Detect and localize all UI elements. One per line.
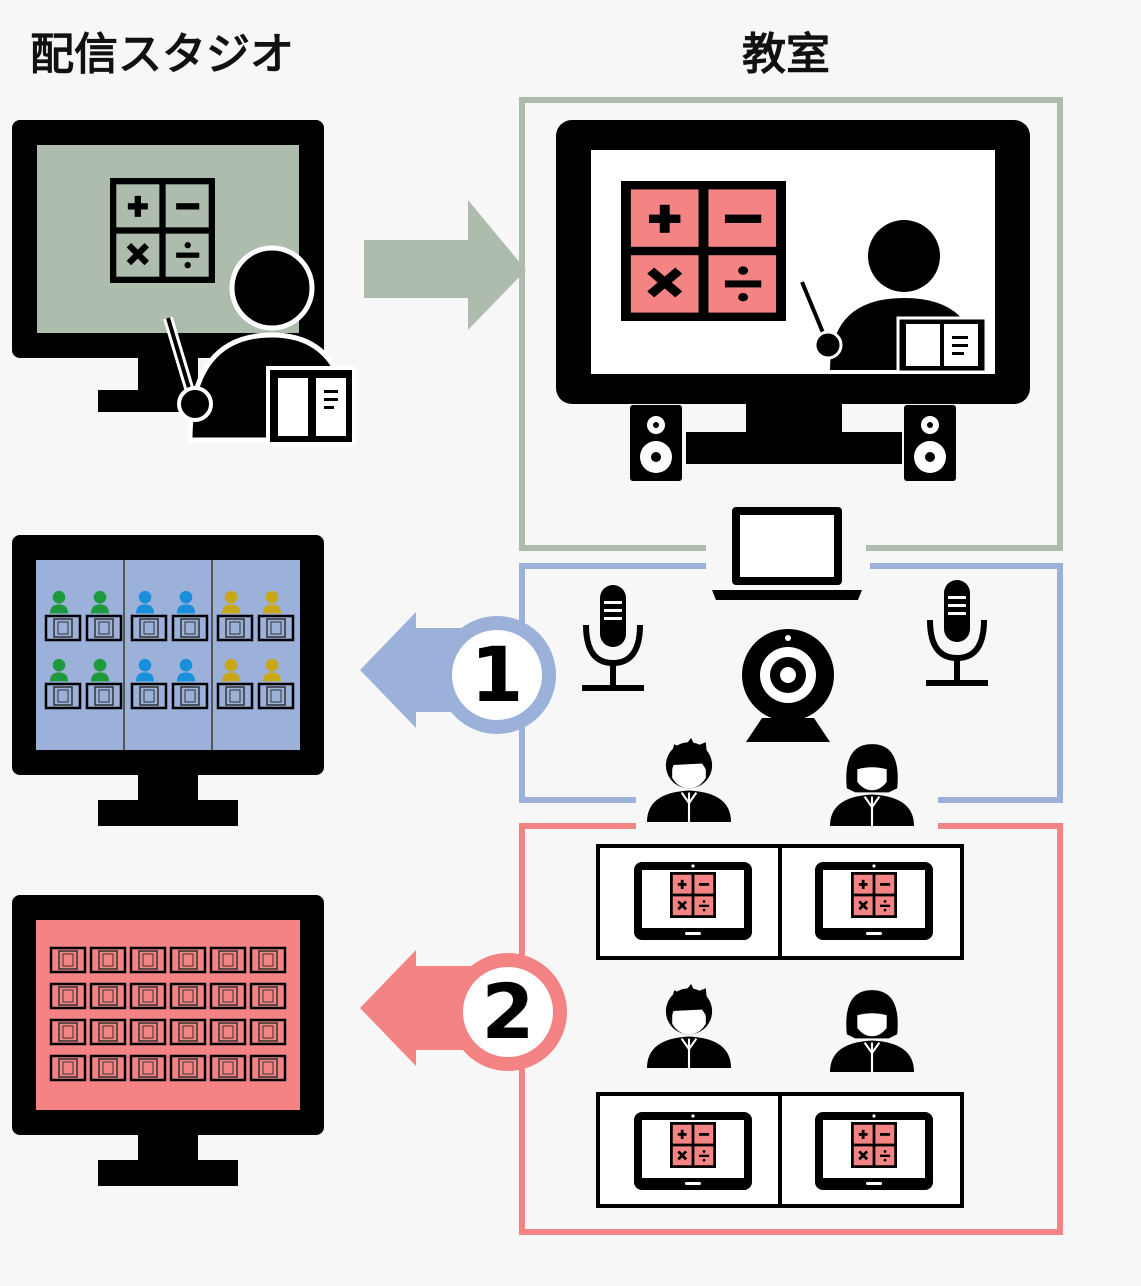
badge-2 bbox=[449, 953, 567, 1071]
tablet-icon bbox=[634, 1112, 752, 1190]
studio-heading: 配信スタジオ bbox=[30, 29, 294, 80]
speaker-right-icon bbox=[904, 405, 956, 481]
badge-2-label: 2 bbox=[481, 967, 535, 1056]
student-boy-icon bbox=[645, 736, 733, 824]
badge-1 bbox=[438, 616, 556, 734]
badge-1-label: 1 bbox=[470, 630, 524, 719]
arrow-2 bbox=[360, 950, 470, 1066]
classroom-heading: 教室 bbox=[742, 29, 830, 80]
arrow-1 bbox=[360, 612, 470, 728]
tablet-icon bbox=[815, 1112, 933, 1190]
microphone-left-icon bbox=[582, 585, 644, 691]
studio-tablet-view-monitor bbox=[12, 895, 324, 1186]
desk-row-1 bbox=[596, 844, 964, 960]
webcam-icon bbox=[742, 629, 834, 742]
classroom-display-frame bbox=[519, 97, 1063, 551]
microphone-right-icon bbox=[926, 580, 988, 686]
studio-teacher-monitor bbox=[12, 120, 356, 446]
laptop-icon bbox=[712, 507, 862, 600]
tablet-frame bbox=[519, 823, 1063, 1235]
studio-student-view-monitor bbox=[12, 535, 324, 826]
stream-arrow-right bbox=[364, 200, 526, 330]
student-girl-icon bbox=[828, 743, 916, 828]
classroom-tv bbox=[556, 120, 1030, 464]
tablet-icon bbox=[634, 862, 752, 940]
speaker-left-icon bbox=[630, 405, 682, 481]
desk-row-2 bbox=[596, 1092, 964, 1208]
student-girl-icon bbox=[828, 989, 916, 1074]
tablet-icon bbox=[815, 862, 933, 940]
student-boy-icon bbox=[645, 982, 733, 1070]
